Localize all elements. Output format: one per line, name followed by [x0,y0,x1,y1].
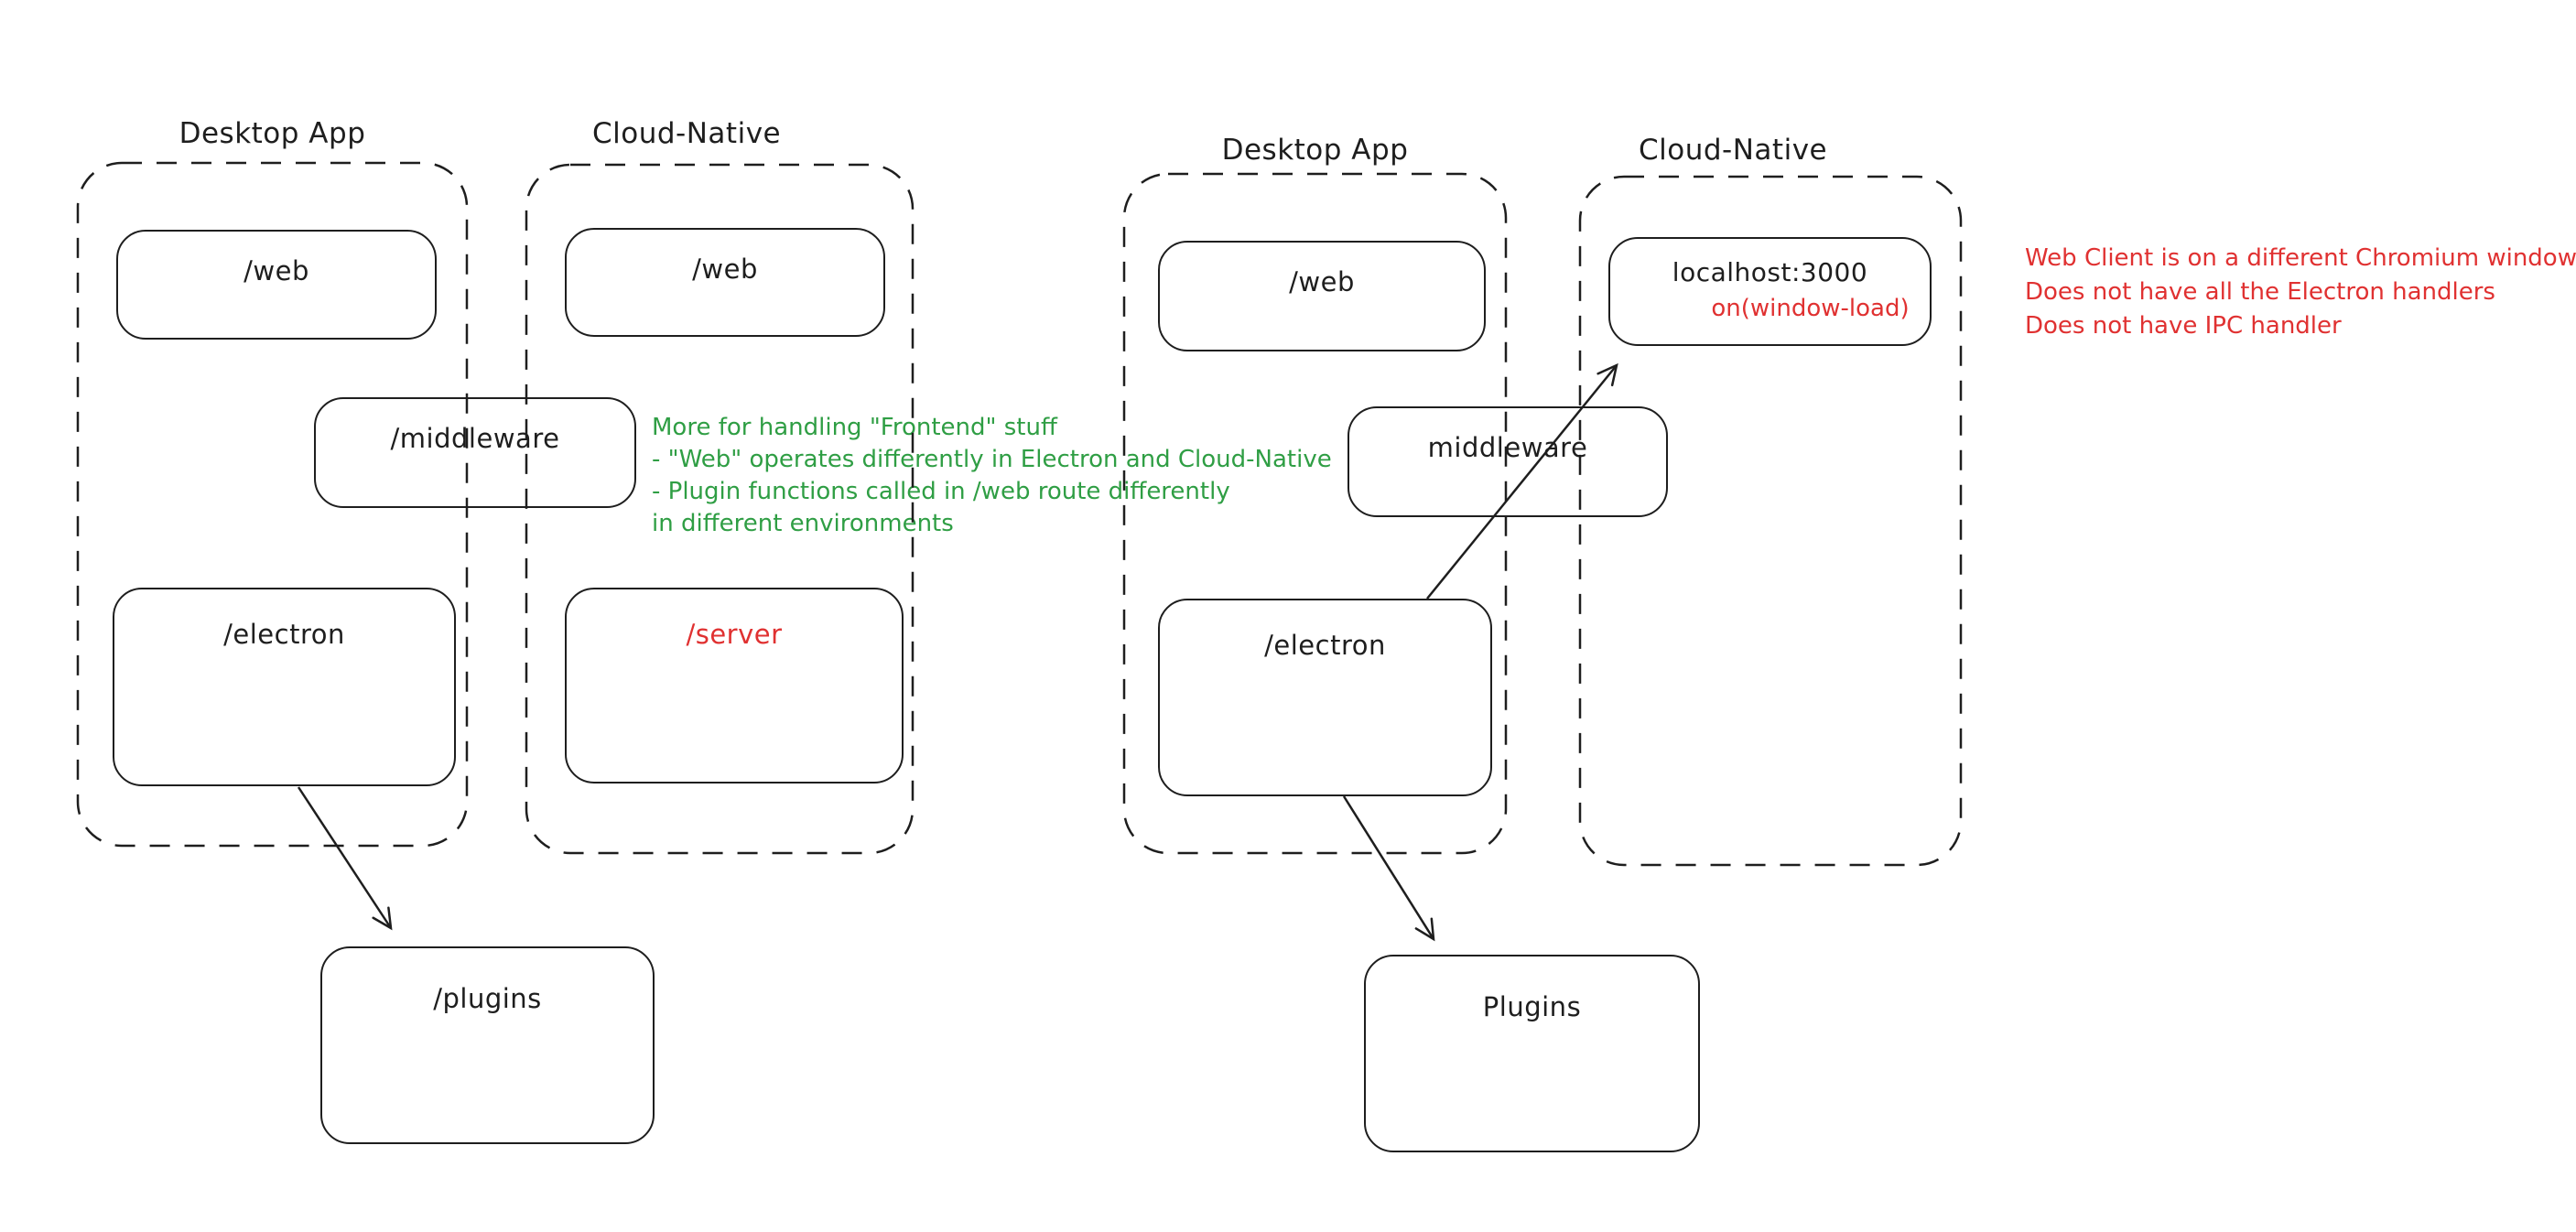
green-annotation-line-4: in different environments [652,510,954,537]
arrow-right-electron-to-plugins [1342,795,1435,942]
right-cloud-native-label: Cloud-Native [1639,134,1828,167]
right-localhost-box-label: localhost:3000 [1672,257,1868,287]
green-annotation-line-2: - "Web" operates differently in Electron… [652,446,1332,473]
arrow-left-electron-to-plugins [297,786,393,931]
left-cloud-web-box-label: /web [692,254,758,285]
right-desktop-web-box-label: /web [1289,266,1355,297]
left-electron-box: /electron [113,588,456,786]
left-plugins-box-label: /plugins [433,983,542,1014]
right-localhost-box: localhost:3000 on(window-load) [1608,237,1932,346]
left-server-box-label: /server [686,619,783,650]
left-desktop-web-box-label: /web [244,255,309,286]
right-middleware-box: middleware [1348,406,1668,517]
right-electron-box-label: /electron [1264,630,1386,661]
green-annotation: More for handling "Frontend" stuff - "We… [652,412,1332,540]
right-middleware-box-label: middleware [1427,432,1588,463]
right-desktop-web-box: /web [1158,241,1486,351]
red-annotation: Web Client is on a different Chromium wi… [2025,242,2576,343]
right-plugins-box-label: Plugins [1482,991,1582,1022]
right-desktop-app-label: Desktop App [1221,134,1409,167]
left-cloud-web-box: /web [565,228,885,337]
green-annotation-line-3: - Plugin functions called in /web route … [652,478,1230,505]
left-cloud-native-label: Cloud-Native [592,117,782,150]
window-load-label: on(window-load) [1711,295,1910,322]
red-annotation-line-2: Does not have all the Electron handlers [2025,278,2495,306]
left-server-box: /server [565,588,904,784]
green-annotation-line-1: More for handling "Frontend" stuff [652,414,1057,441]
left-electron-box-label: /electron [223,619,345,650]
left-desktop-app-label: Desktop App [179,117,366,150]
left-middleware-box-label: /middleware [390,423,560,454]
red-annotation-line-3: Does not have IPC handler [2025,312,2342,340]
left-plugins-box: /plugins [320,946,655,1144]
left-middleware-box: /middleware [314,397,636,508]
right-plugins-box: Plugins [1364,955,1700,1152]
left-desktop-web-box: /web [116,230,437,340]
right-electron-box: /electron [1158,599,1492,796]
red-annotation-line-1: Web Client is on a different Chromium wi… [2025,244,2576,272]
